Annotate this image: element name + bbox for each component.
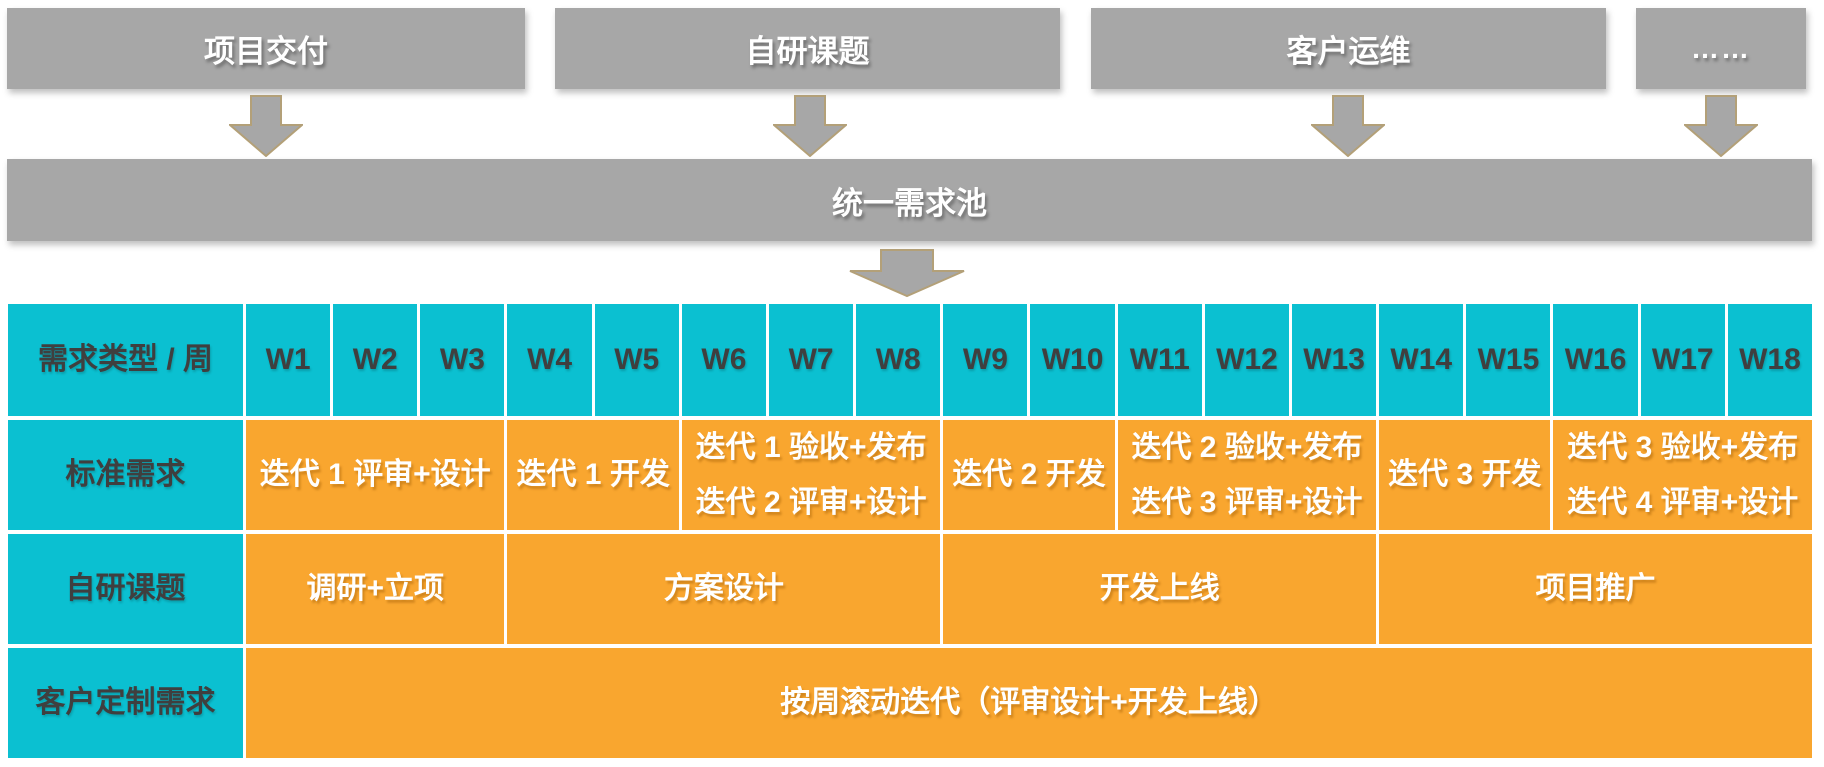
week-header-cell-w2-label: W2 bbox=[352, 343, 398, 377]
task-cell-r0-c5-label: 迭代 3 开发 bbox=[1388, 458, 1542, 492]
task-cell-r0-c5: 迭代 3 开发 bbox=[1379, 420, 1551, 530]
week-header-cell-w6: W6 bbox=[681, 304, 766, 416]
task-cell-r0-c4-label: 迭代 2 验收+发布 bbox=[1131, 431, 1363, 464]
task-cell-r0-c2: 迭代 1 验收+发布迭代 2 评审+设计 bbox=[681, 420, 941, 530]
task-cell-r0-c1: 迭代 1 开发 bbox=[507, 420, 679, 530]
week-header-cell-w11: W11 bbox=[1117, 304, 1202, 416]
task-cell-r0-c2-label: 迭代 2 评审+设计 bbox=[695, 485, 927, 519]
row-label-cell-0-label: 标准需求 bbox=[65, 458, 186, 492]
source-box-ellipsis: …… bbox=[1636, 8, 1806, 89]
task-cell-r2-c0-label: 按周滚动迭代（评审设计+开发上线） bbox=[780, 686, 1278, 720]
week-header-cell-w1-label: W1 bbox=[265, 343, 311, 377]
week-header-cell-w14: W14 bbox=[1379, 304, 1464, 416]
task-cell-r0-c6: 迭代 3 验收+发布迭代 4 评审+设计 bbox=[1553, 420, 1812, 530]
row-label-cell-1: 自研课题 bbox=[8, 534, 243, 644]
row-label-cell-2-label: 客户定制需求 bbox=[35, 686, 216, 720]
task-cell-r0-c0: 迭代 1 评审+设计 bbox=[246, 420, 505, 530]
pool-label: 统一需求池 bbox=[832, 185, 987, 221]
week-header-cell-w12-label: W12 bbox=[1216, 343, 1278, 377]
week-header-cell-w10: W10 bbox=[1030, 304, 1115, 416]
week-header-cell-w17: W17 bbox=[1640, 304, 1725, 416]
source-box-label: 项目交付 bbox=[204, 34, 328, 69]
week-header-cell-w6-label: W6 bbox=[701, 343, 747, 377]
week-header-cell-w4: W4 bbox=[507, 304, 592, 416]
week-header-cell-w15-label: W15 bbox=[1477, 343, 1540, 377]
week-header-cell-w2: W2 bbox=[333, 304, 418, 416]
down-arrow-icon bbox=[1311, 95, 1385, 157]
row-label-cell-1-label: 自研课题 bbox=[65, 572, 186, 606]
week-header-cell-w9: W9 bbox=[943, 304, 1028, 416]
week-header-cell-w9-label: W9 bbox=[962, 343, 1008, 377]
down-arrow-icon bbox=[229, 95, 303, 157]
week-header-cell-w5: W5 bbox=[594, 304, 679, 416]
week-header-cell-w3: W3 bbox=[420, 304, 505, 416]
week-header-cell-w8: W8 bbox=[856, 304, 941, 416]
task-cell-r0-c6-label: 迭代 4 评审+设计 bbox=[1567, 485, 1799, 519]
week-header-cell-w14-label: W14 bbox=[1390, 343, 1453, 377]
week-header-cell-w7-label: W7 bbox=[788, 343, 834, 377]
header-corner-cell: 需求类型 / 周 bbox=[8, 304, 243, 416]
week-header-cell-w16-label: W16 bbox=[1564, 343, 1627, 377]
week-header-cell-w4-label: W4 bbox=[527, 343, 573, 377]
task-cell-r0-c3: 迭代 2 开发 bbox=[943, 420, 1115, 530]
week-header-cell-w3-label: W3 bbox=[439, 343, 485, 377]
task-cell-r1-c2-label: 开发上线 bbox=[1099, 572, 1220, 606]
task-cell-r0-c2-label: 迭代 1 验收+发布 bbox=[695, 431, 927, 464]
week-header-cell-w15: W15 bbox=[1466, 304, 1551, 416]
week-header-cell-w16: W16 bbox=[1553, 304, 1638, 416]
source-box-label: 客户运维 bbox=[1286, 34, 1411, 69]
unified-demand-pool-bar: 统一需求池 bbox=[7, 159, 1812, 241]
task-cell-r1-c0-label: 调研+立项 bbox=[306, 572, 444, 606]
task-cell-r0-c4-label: 迭代 3 评审+设计 bbox=[1131, 485, 1363, 519]
week-header-cell-w10-label: W10 bbox=[1041, 343, 1104, 377]
task-cell-r0-c3-label: 迭代 2 开发 bbox=[952, 458, 1106, 492]
source-box-self-research: 自研课题 bbox=[555, 8, 1060, 89]
week-header-cell-w17-label: W17 bbox=[1651, 343, 1714, 377]
week-header-cell-w18: W18 bbox=[1727, 304, 1812, 416]
week-header-cell-w12: W12 bbox=[1204, 304, 1289, 416]
week-header-cell-w5-label: W5 bbox=[614, 343, 660, 377]
week-header-cell-w11-label: W11 bbox=[1129, 343, 1190, 377]
week-header-cell-w13-label: W13 bbox=[1303, 343, 1365, 377]
source-box-project-delivery: 项目交付 bbox=[7, 8, 525, 89]
down-arrow-icon bbox=[773, 95, 847, 157]
row-label-cell-0: 标准需求 bbox=[8, 420, 243, 530]
week-header-cell-w7: W7 bbox=[768, 304, 854, 416]
source-box-customer-ops: 客户运维 bbox=[1091, 8, 1606, 89]
task-cell-r2-c0: 按周滚动迭代（评审设计+开发上线） bbox=[246, 648, 1812, 758]
task-cell-r1-c2: 开发上线 bbox=[943, 534, 1377, 644]
task-cell-r0-c0-label: 迭代 1 评审+设计 bbox=[259, 458, 491, 492]
task-cell-r1-c0: 调研+立项 bbox=[246, 534, 505, 644]
down-arrow-icon bbox=[1684, 95, 1758, 157]
header-corner-cell-label: 需求类型 / 周 bbox=[37, 343, 213, 377]
task-cell-r1-c1-label: 方案设计 bbox=[663, 572, 784, 606]
big-down-arrow-icon bbox=[849, 248, 965, 298]
task-cell-r0-c4: 迭代 2 验收+发布迭代 3 评审+设计 bbox=[1117, 420, 1377, 530]
source-box-label: …… bbox=[1691, 32, 1751, 64]
week-header-cell-w1: W1 bbox=[246, 304, 331, 416]
task-cell-r1-c1: 方案设计 bbox=[507, 534, 941, 644]
source-box-label: 自研课题 bbox=[745, 34, 870, 69]
schedule-table: 需求类型 / 周 W1 W2 W3 W4 W5 W6 W7 W8 W9 W10 W11 W12 W13 W1… bbox=[8, 304, 1812, 758]
week-header-cell-w18-label: W18 bbox=[1739, 343, 1801, 377]
task-cell-r1-c3: 项目推广 bbox=[1379, 534, 1812, 644]
week-header-cell-w8-label: W8 bbox=[875, 343, 921, 377]
row-label-cell-2: 客户定制需求 bbox=[8, 648, 243, 758]
week-header-cell-w13: W13 bbox=[1291, 304, 1377, 416]
task-cell-r0-c6-label: 迭代 3 验收+发布 bbox=[1567, 431, 1799, 464]
task-cell-r0-c1-label: 迭代 1 开发 bbox=[516, 458, 670, 492]
task-cell-r1-c3-label: 项目推广 bbox=[1535, 572, 1656, 606]
